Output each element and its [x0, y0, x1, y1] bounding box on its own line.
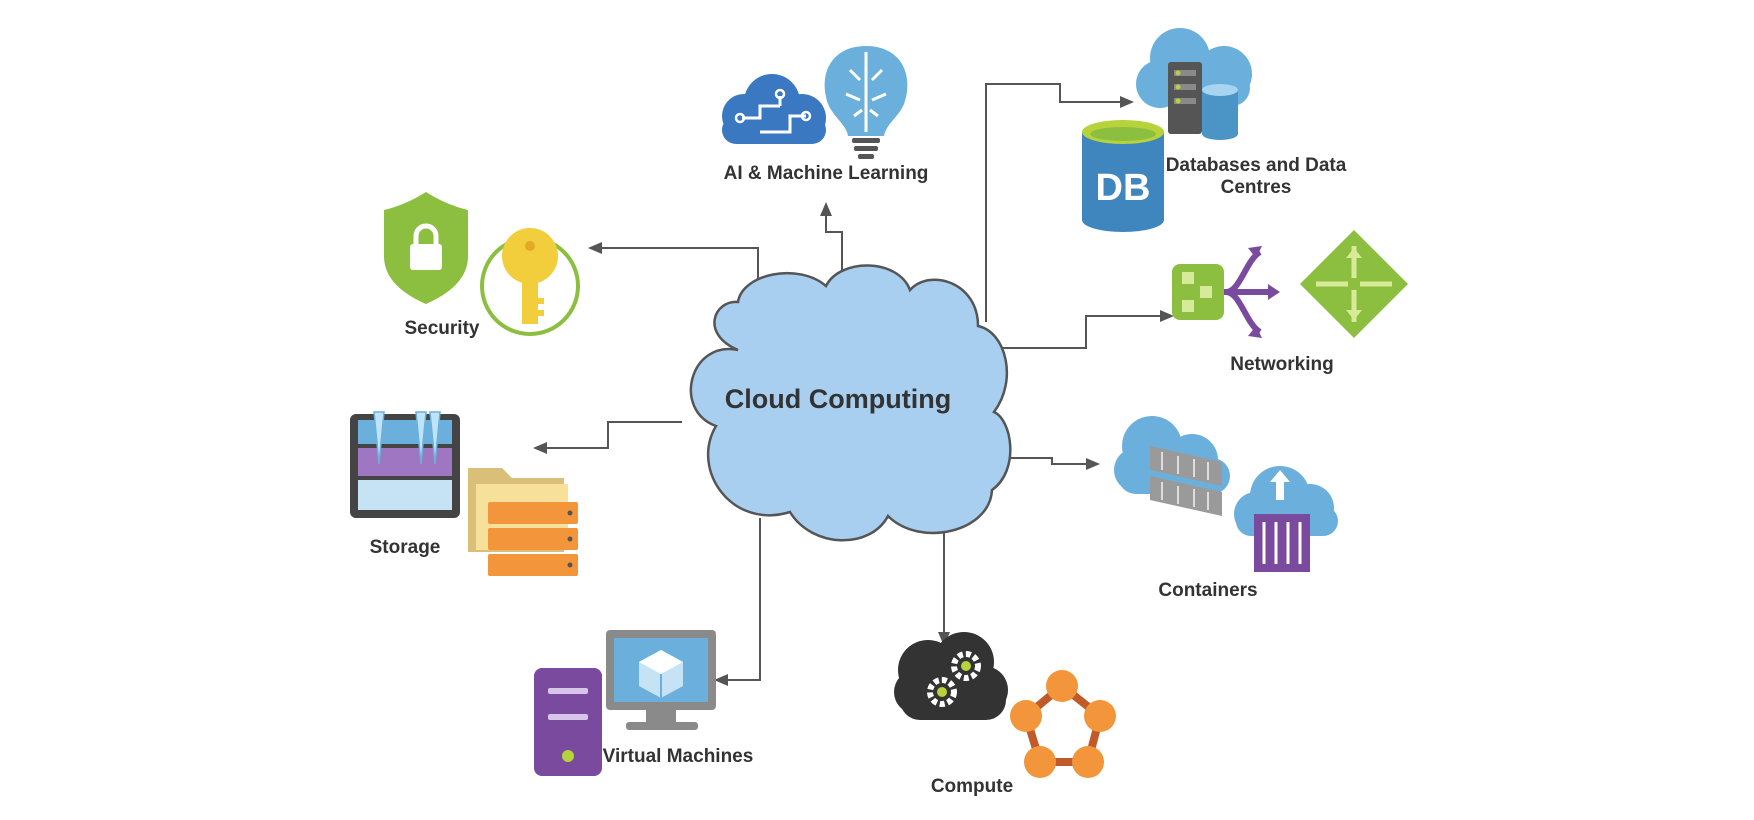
virtual-machines-label: Virtual Machines	[603, 746, 754, 767]
container-cloud-icon	[1114, 416, 1230, 516]
container-upload-icon	[1234, 466, 1338, 572]
network-switch-icon	[1172, 246, 1280, 338]
connector-virtual-machines	[714, 518, 761, 686]
center-cloud: Cloud Computing	[689, 264, 1012, 542]
connector-storage	[533, 421, 682, 454]
connectors	[533, 83, 1174, 686]
storage-node: Storage	[350, 411, 578, 576]
containers-label: Containers	[1158, 580, 1257, 601]
brain-bulb-icon	[824, 46, 908, 159]
circuit-cloud-icon	[722, 74, 826, 144]
connector-ai	[820, 202, 843, 278]
connector-networking	[1003, 310, 1174, 349]
storage-box-icon	[350, 411, 460, 518]
key-icon	[480, 228, 580, 336]
gear-cloud-icon	[894, 632, 1008, 720]
center-label: Cloud Computing	[725, 384, 951, 414]
compute-node: Compute	[894, 632, 1116, 797]
connector-security	[588, 242, 759, 282]
server-cloud-icon	[1136, 28, 1252, 140]
databases-node: DB Databases and Data Centres	[1082, 28, 1347, 232]
networking-node: Networking	[1172, 230, 1408, 375]
db-badge: DB	[1096, 167, 1151, 209]
virtual-machines-node: Virtual Machines	[534, 630, 753, 776]
compute-label: Compute	[931, 776, 1013, 797]
security-label: Security	[405, 318, 480, 339]
router-icon	[1300, 230, 1408, 338]
containers-node: Containers	[1114, 416, 1338, 601]
cloud-shape	[689, 264, 1012, 542]
db-cylinder-icon: DB	[1082, 120, 1164, 232]
networking-label: Networking	[1230, 354, 1333, 375]
storage-label: Storage	[370, 537, 441, 558]
ai-node: AI & Machine Learning	[722, 46, 928, 184]
connector-containers	[1006, 457, 1100, 470]
pentagon-nodes-icon	[1010, 670, 1116, 778]
databases-label-line2: Centres	[1221, 177, 1292, 198]
shield-lock-icon	[384, 192, 468, 304]
folder-server-icon	[468, 468, 578, 576]
ai-label: AI & Machine Learning	[724, 163, 929, 184]
server-tower-icon	[534, 668, 602, 776]
databases-label-line1: Databases and Data	[1166, 155, 1347, 176]
monitor-vm-icon	[606, 630, 716, 730]
security-node: Security	[384, 192, 580, 339]
connector-databases	[985, 83, 1134, 322]
